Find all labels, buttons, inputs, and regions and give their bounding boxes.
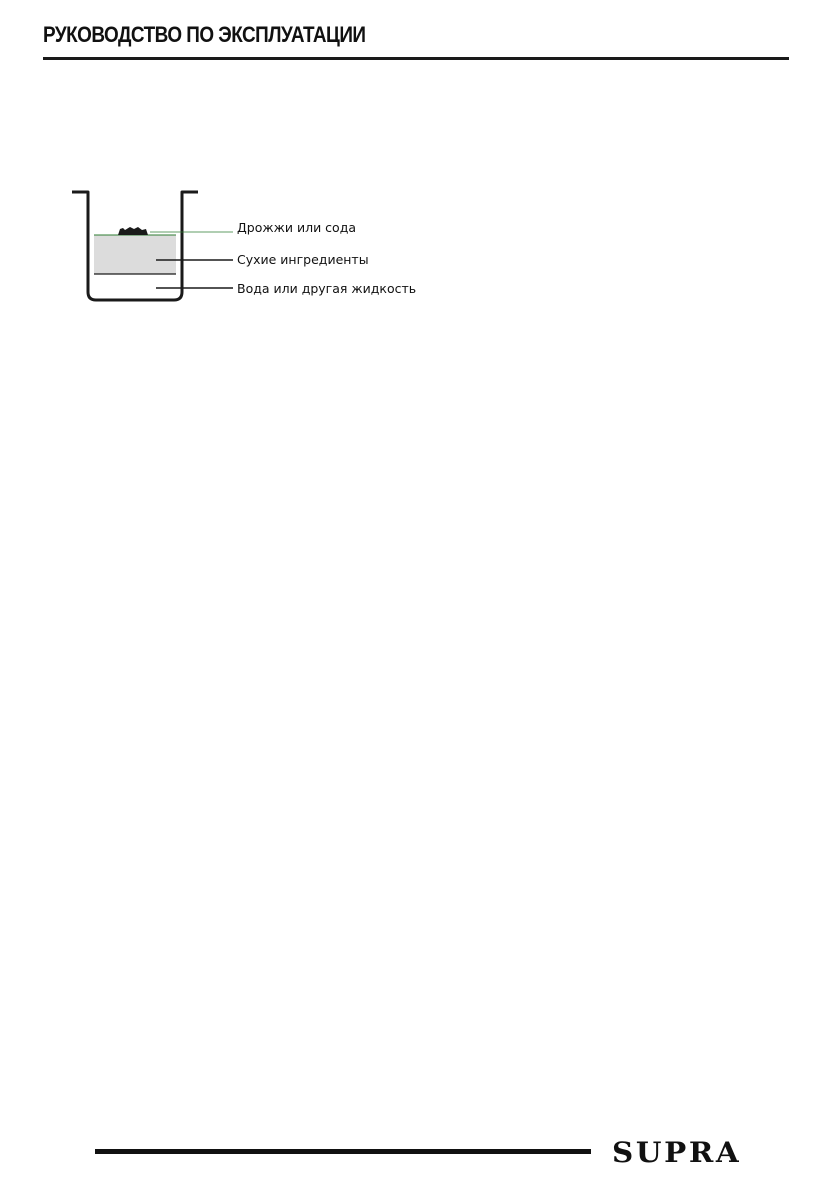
bread-pan-outline [72,190,198,302]
page-header: РУКОВОДСТВО ПО ЭКСПЛУАТАЦИИ [43,20,789,62]
brand-logo: SUPRA [612,1136,742,1169]
yeast-pile [118,227,148,235]
page-title: РУКОВОДСТВО ПО ЭКСПЛУАТАЦИИ [43,22,366,47]
diagram-canvas: Дрожжи или сода Сухие ингредиенты Вода и… [72,190,416,302]
ingredient-order-diagram: Дрожжи или сода Сухие ингредиенты Вода и… [60,180,420,320]
header-divider [43,57,789,60]
dry-ingredients-layer [94,235,176,274]
yeast-label: Дрожжи или сода [237,220,356,235]
footer-divider [95,1149,591,1154]
liquid-label: Вода или другая жидкость [237,281,416,296]
dry-ingredients-label: Сухие ингредиенты [237,252,369,267]
